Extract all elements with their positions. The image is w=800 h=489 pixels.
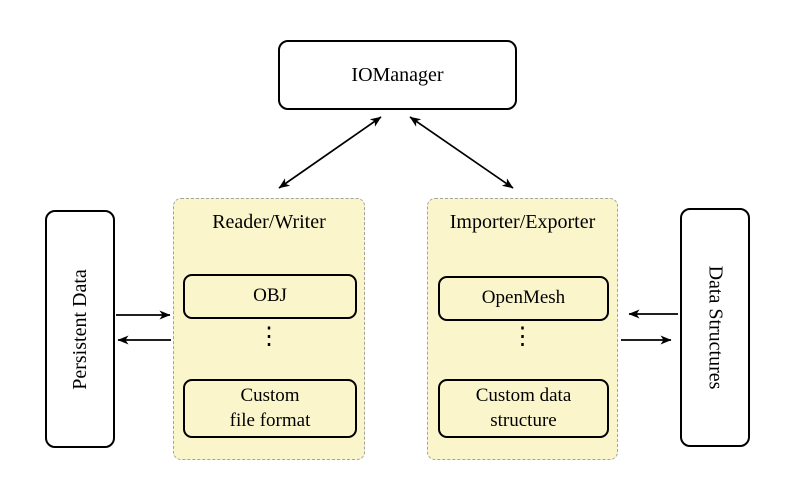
node-openmesh: OpenMesh [438, 276, 609, 321]
node-custom-file-format: Custom file format [183, 379, 357, 438]
group-reader-writer: Reader/Writer OBJ ⋮ Custom file format [173, 198, 365, 460]
node-openmesh-label: OpenMesh [481, 287, 566, 309]
node-obj-label: OBJ [253, 285, 287, 307]
node-data-structures: Data Structures [680, 208, 750, 447]
node-custom-data-structure-label: Custom data structure [475, 385, 572, 431]
group-reader-writer-title: Reader/Writer [212, 211, 326, 233]
node-iomanager-label: IOManager [351, 63, 444, 86]
node-custom-data-structure: Custom data structure [438, 379, 609, 438]
node-persistent-data: Persistent Data [45, 210, 115, 448]
node-iomanager: IOManager [278, 40, 517, 110]
node-persistent-data-label: Persistent Data [68, 268, 91, 390]
group-importer-exporter-title: Importer/Exporter [449, 211, 596, 233]
arrow-iomanager-readerwriter [278, 116, 382, 189]
group-importer-exporter: Importer/Exporter OpenMesh ⋮ Custom data… [427, 198, 618, 460]
node-obj: OBJ [183, 274, 357, 319]
vdots-reader-writer: ⋮ [257, 322, 281, 350]
node-data-structures-label: Data Structures [704, 265, 727, 390]
node-custom-file-format-label: Custom file format [229, 385, 311, 431]
arrow-iomanager-importerexporter [409, 116, 514, 189]
vdots-importer-exporter: ⋮ [510, 322, 535, 350]
